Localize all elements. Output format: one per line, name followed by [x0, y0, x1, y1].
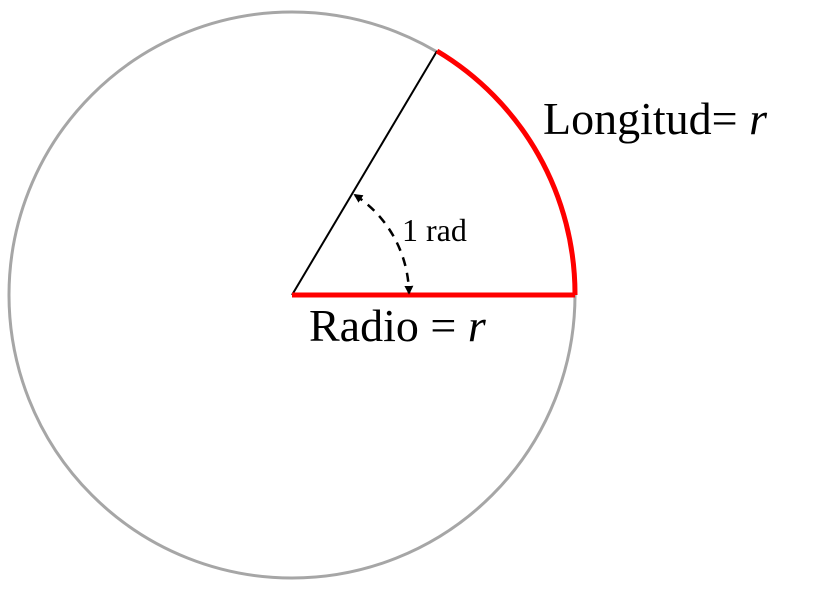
arc-length-label: Longitud= r [543, 93, 768, 144]
angle-arrow [353, 193, 414, 295]
arc-length-r [435, 48, 578, 296]
angle-label: 1 rad [402, 212, 467, 248]
slanted-radius-line [291, 50, 438, 296]
radius-label: Radio = r [309, 300, 487, 351]
